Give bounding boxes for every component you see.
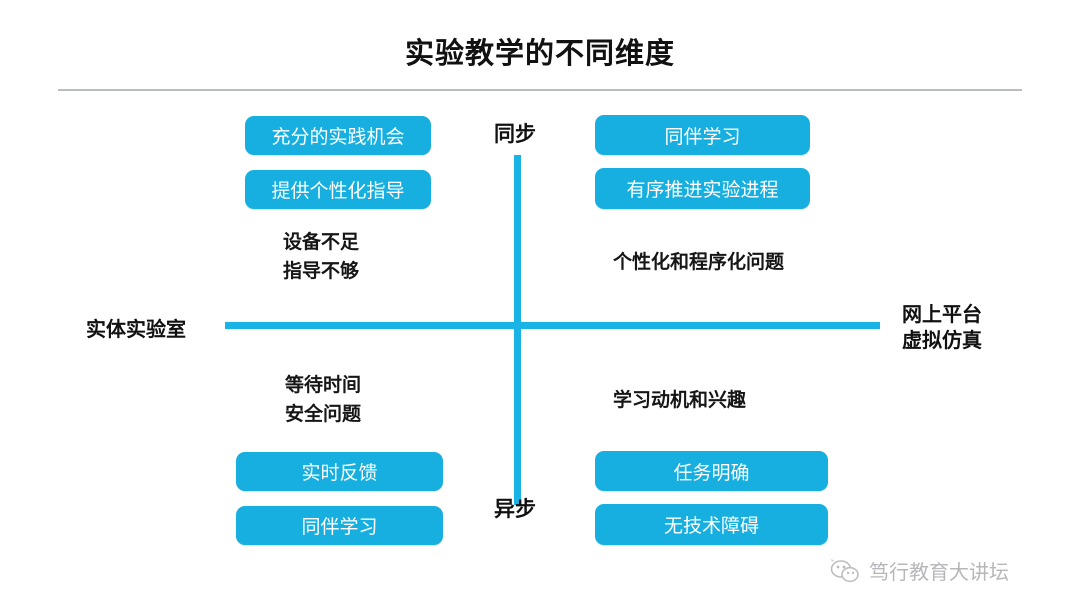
pill-top-left-2[interactable]: 提供个性化指导 bbox=[245, 170, 431, 209]
axis-label-online-platform-line1: 网上平台 bbox=[902, 304, 982, 326]
note-bottom-right: 学习动机和兴趣 bbox=[613, 386, 746, 415]
pill-top-right-1[interactable]: 同伴学习 bbox=[595, 115, 810, 155]
note-top-left-line2: 指导不够 bbox=[283, 261, 360, 283]
vertical-axis-line bbox=[514, 155, 521, 505]
note-top-left: 设备不足 指导不够 bbox=[283, 228, 359, 287]
axis-label-asynchronous: 异步 bbox=[494, 498, 536, 521]
pill-bottom-right-2[interactable]: 无技术障碍 bbox=[595, 504, 828, 545]
pill-top-right-2[interactable]: 有序推进实验进程 bbox=[595, 168, 810, 209]
axis-label-online-platform-line2: 虚拟仿真 bbox=[902, 329, 982, 352]
watermark: 笃行教育大讲坛 bbox=[830, 556, 1009, 585]
pill-bottom-left-2[interactable]: 同伴学习 bbox=[236, 506, 443, 545]
note-bottom-right-line1: 学习动机和兴趣 bbox=[613, 390, 747, 411]
pill-top-left-1[interactable]: 充分的实践机会 bbox=[245, 116, 431, 155]
note-top-right: 个性化和程序化问题 bbox=[613, 248, 784, 277]
pill-bottom-right-1[interactable]: 任务明确 bbox=[595, 451, 828, 491]
note-top-right-line1: 个性化和程序化问题 bbox=[613, 252, 785, 273]
wechat-icon bbox=[830, 558, 859, 582]
horizontal-axis-line bbox=[225, 322, 880, 329]
axis-label-online-platform: 网上平台 虚拟仿真 bbox=[902, 303, 982, 354]
watermark-text: 笃行教育大讲坛 bbox=[869, 562, 1009, 584]
note-bottom-left-line2: 安全问题 bbox=[285, 404, 362, 426]
title-divider bbox=[58, 89, 1022, 91]
page-title: 实验教学的不同维度 bbox=[404, 38, 675, 70]
axis-label-synchronous: 同步 bbox=[494, 123, 536, 146]
axis-label-physical-lab: 实体实验室 bbox=[86, 319, 186, 341]
note-top-left-line1: 设备不足 bbox=[283, 232, 360, 253]
pill-bottom-left-1[interactable]: 实时反馈 bbox=[236, 452, 443, 491]
note-bottom-left: 等待时间 安全问题 bbox=[285, 371, 361, 430]
note-bottom-left-line1: 等待时间 bbox=[285, 375, 362, 396]
